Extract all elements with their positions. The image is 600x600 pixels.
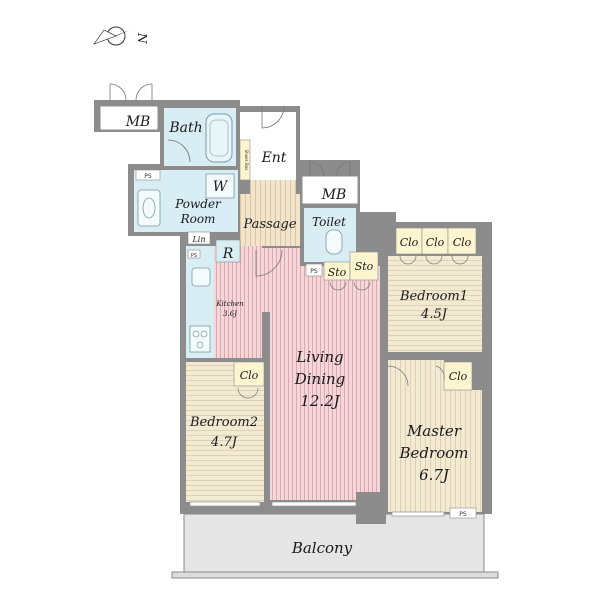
bedroom1-label: Bedroom1: [399, 289, 468, 304]
entrance-label: Ent: [261, 150, 287, 166]
washer-label: W: [213, 179, 229, 195]
balcony-area: [183, 513, 485, 577]
compass: N: [93, 26, 149, 46]
storage-door-icon: [329, 281, 371, 291]
mb-left-label: MB: [125, 114, 151, 130]
powder-room-label-2: Room: [180, 212, 216, 226]
passage-label: Passage: [242, 217, 296, 232]
ps-top-label: PS: [144, 173, 152, 180]
balcony-windows: [189, 501, 445, 517]
master-size-label: 6.7J: [419, 466, 450, 484]
living-label-1: Living: [295, 348, 343, 366]
refrigerator-label: R: [222, 246, 234, 262]
master-label-1: Master: [406, 422, 462, 440]
balcony-label: Balcony: [291, 539, 353, 557]
sink-icon: [191, 267, 211, 287]
entrance-door-icon: [261, 105, 285, 129]
ps-sto-label: PS: [310, 268, 318, 275]
north-label: N: [135, 32, 149, 44]
mb-left-door-icon: [109, 83, 153, 101]
bedroom1-closet-label-3: Clo: [453, 236, 472, 249]
passage-area: [240, 194, 300, 246]
living-dining-area: [250, 248, 380, 500]
master-closet-label: Clo: [449, 370, 468, 383]
bath-label: Bath: [168, 120, 202, 136]
bedroom1-closet-label-2: Clo: [426, 236, 445, 249]
ps-bottom-label: PS: [459, 511, 467, 518]
bedroom1-size-label: 4.5J: [420, 307, 448, 322]
master-bedroom-area: [388, 360, 482, 512]
living-size-label: 12.2J: [300, 392, 340, 410]
mb-right-door-icon: [309, 161, 351, 177]
storage-label-2: Sto: [355, 260, 374, 273]
bedroom2-closet-label: Clo: [240, 369, 259, 382]
master-label-2: Bedroom: [399, 444, 469, 462]
linen-label: Lin: [191, 235, 205, 244]
mb-right-label: MB: [321, 187, 347, 203]
living-label-2: Dining: [294, 370, 346, 388]
bedroom2-size-label: 4.7J: [210, 435, 238, 450]
toilet-label: Toilet: [312, 215, 346, 229]
kitchen-label: Kitchen: [215, 300, 244, 308]
bedroom1-closet-door-icon: [399, 255, 469, 265]
shoe-box-label: Shoes Box: [244, 150, 249, 171]
powder-room-label-1: Powder: [174, 197, 222, 211]
storage-label-1: Sto: [328, 266, 347, 279]
bedroom2-label: Bedroom2: [189, 415, 258, 430]
ps-mid-label: PS: [191, 253, 197, 259]
stove-icon: [189, 325, 211, 353]
bedroom1-area: [388, 256, 482, 352]
bedroom1-closet-label-1: Clo: [400, 236, 419, 249]
kitchen-size-label: 3.6J: [223, 310, 238, 318]
